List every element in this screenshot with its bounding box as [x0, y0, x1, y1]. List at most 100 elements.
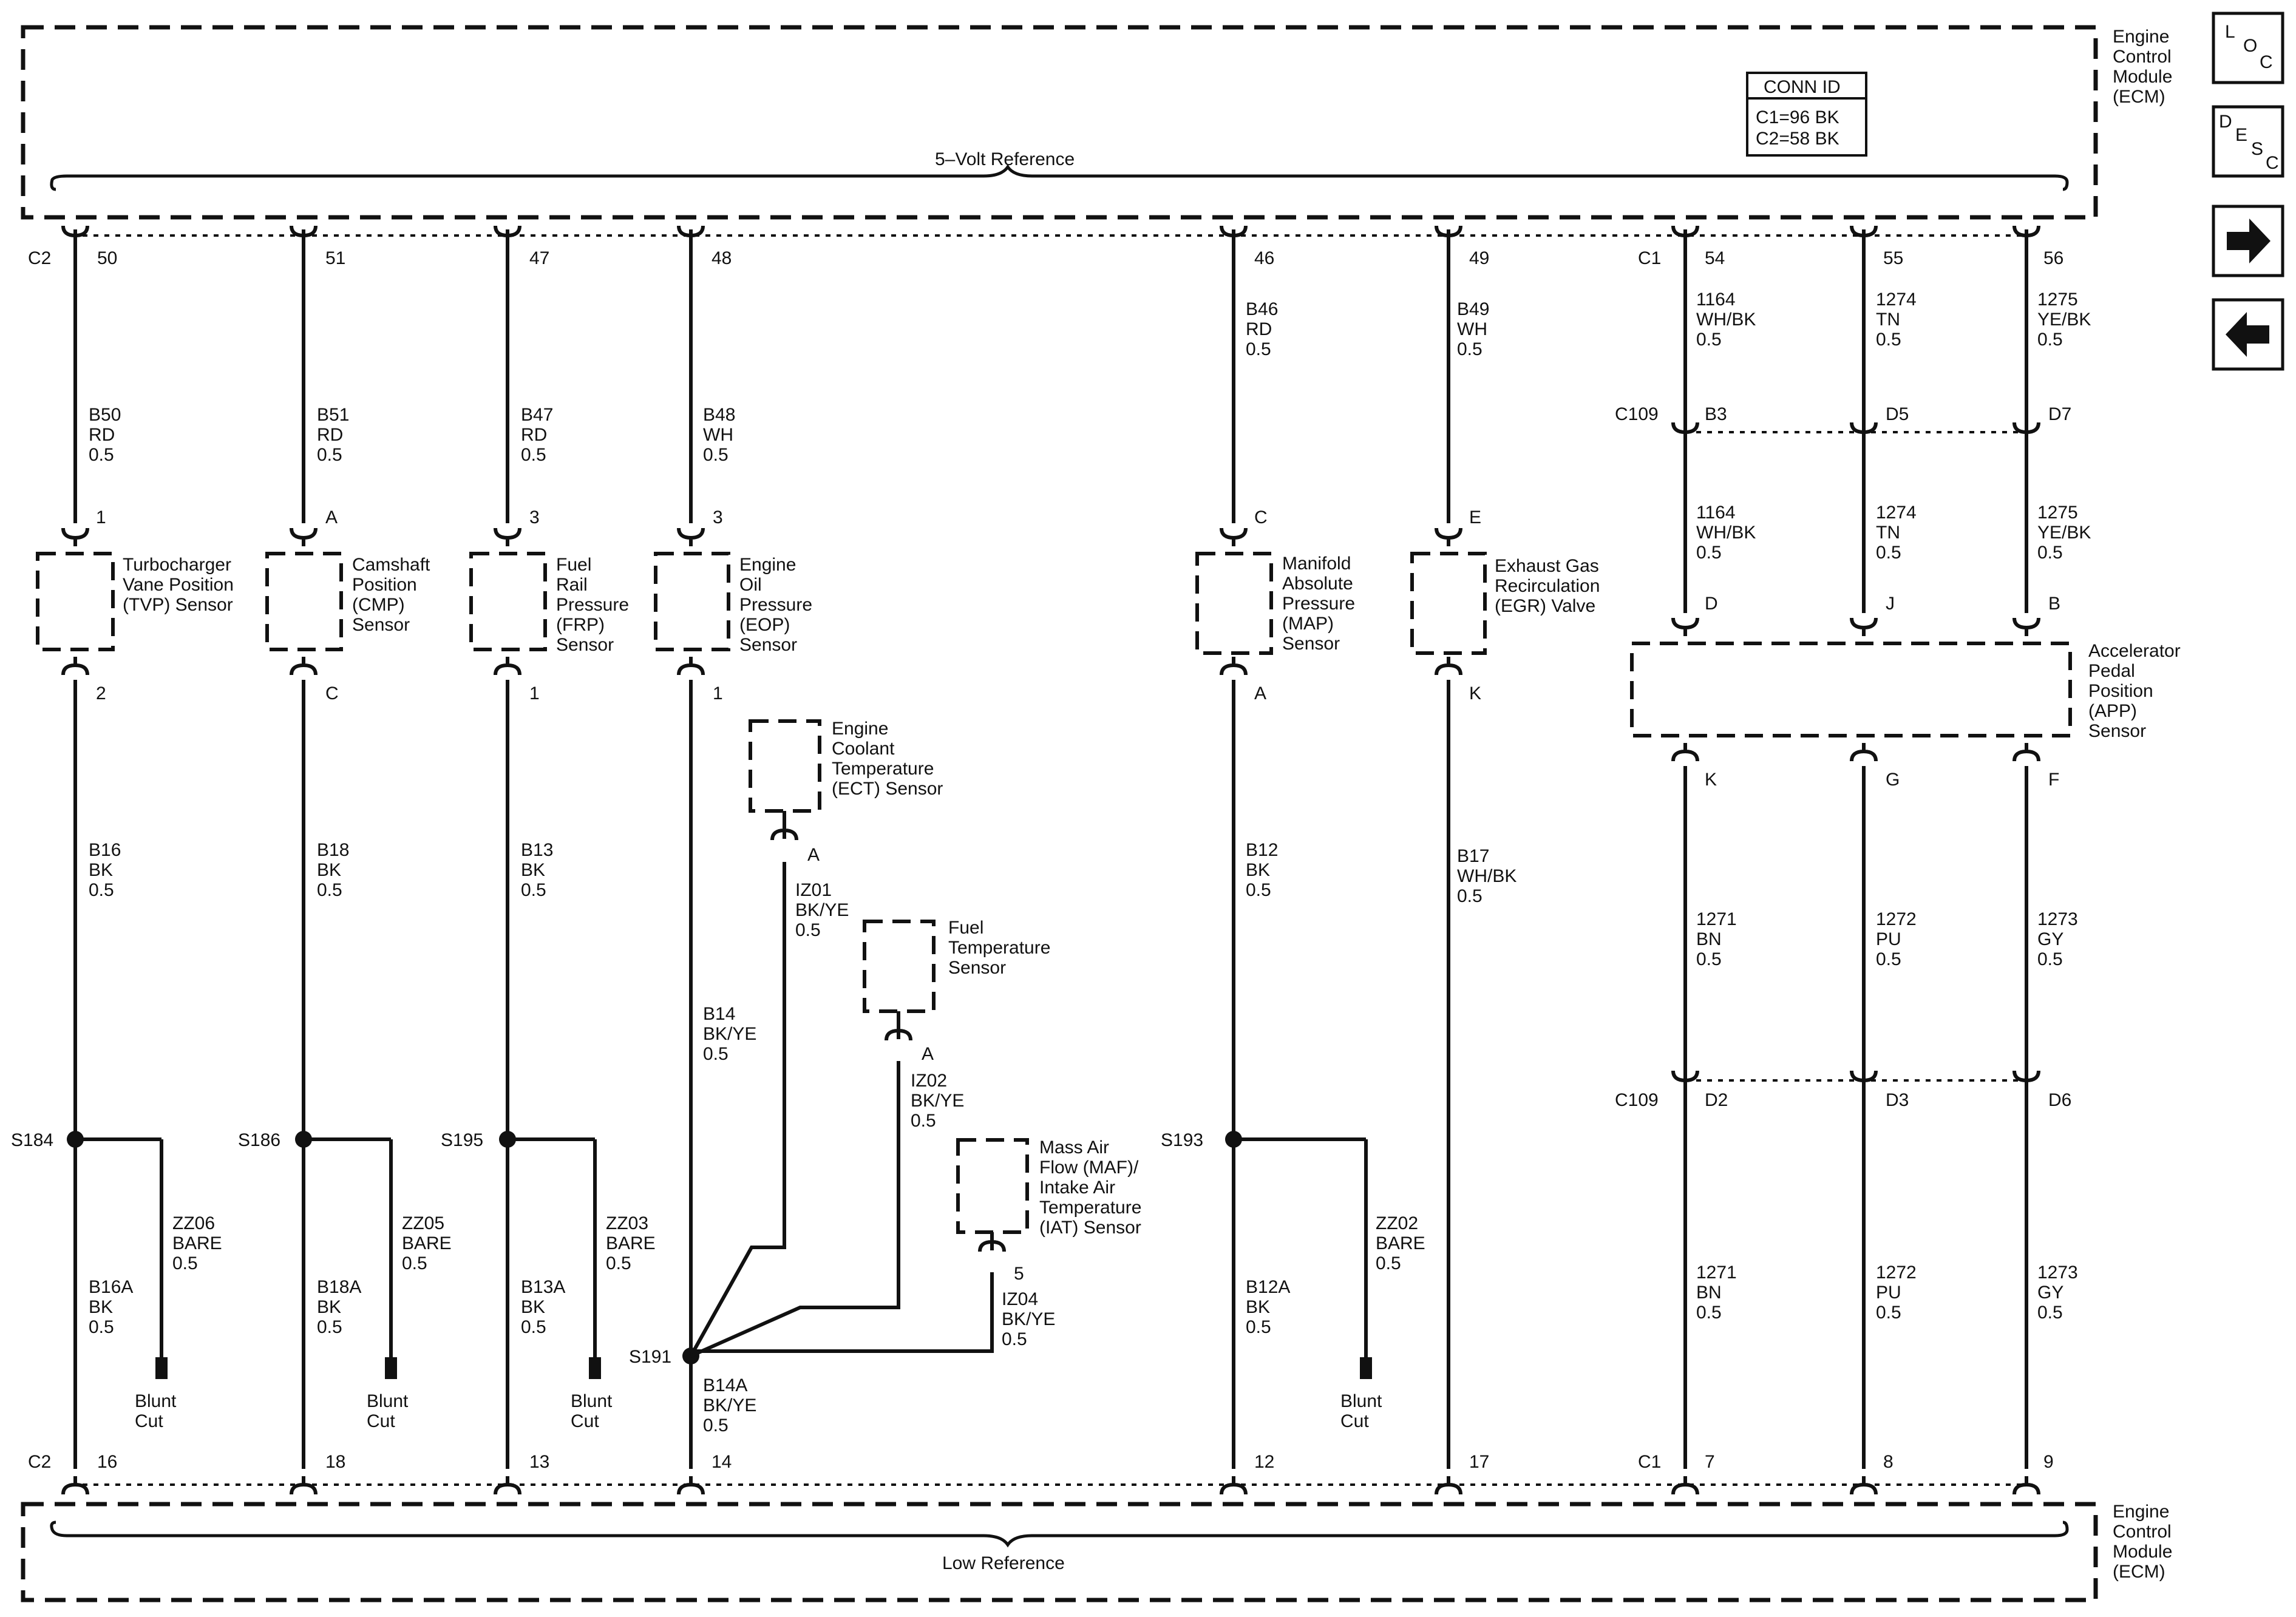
svg-text:0.5: 0.5 [89, 445, 114, 465]
connector-pin [885, 1022, 912, 1041]
map-circuit [1195, 229, 1372, 1469]
svg-text:E: E [2235, 125, 2247, 145]
svg-text:0.5: 0.5 [703, 1044, 729, 1064]
svg-text:C2: C2 [28, 1452, 51, 1472]
connector-pin [2012, 225, 2040, 244]
loc-button[interactable]: L O C [2212, 12, 2284, 84]
svg-text:B16A: B16A [89, 1277, 133, 1297]
svg-text:1: 1 [529, 683, 540, 703]
svg-text:Temperature: Temperature [1039, 1198, 1141, 1218]
svg-text:BK: BK [317, 1297, 341, 1317]
app-circuits [1630, 229, 2072, 1469]
svg-text:B13A: B13A [521, 1277, 565, 1297]
connector-pin [494, 527, 521, 546]
svg-text:Cut: Cut [135, 1411, 163, 1431]
svg-text:Manifold: Manifold [1282, 554, 1351, 574]
svg-text:B47: B47 [521, 405, 553, 425]
svg-text:Rail: Rail [556, 575, 588, 595]
connector-pin [1671, 422, 1699, 441]
svg-text:Engine: Engine [832, 719, 888, 739]
svg-text:TN: TN [1876, 310, 1900, 330]
svg-text:3: 3 [529, 507, 540, 527]
svg-text:0.5: 0.5 [1876, 949, 1901, 969]
connector-pin [677, 225, 705, 244]
svg-text:O: O [2243, 36, 2257, 56]
svg-text:S193: S193 [1161, 1130, 1203, 1150]
svg-text:C1: C1 [1638, 1452, 1661, 1472]
ecm-top-pin-labels: C2 50 51 47 48 46 49 C1 54 55 56 [28, 248, 2063, 268]
svg-text:0.5: 0.5 [2037, 1303, 2063, 1323]
svg-text:RD: RD [521, 425, 547, 445]
svg-text:12: 12 [1254, 1452, 1274, 1472]
svg-text:(EOP): (EOP) [739, 615, 790, 635]
egr-valve: Exhaust Gas Recirculation (EGR) Valve E … [1457, 299, 1600, 906]
connector-pin [978, 1233, 1006, 1252]
svg-text:D5: D5 [1886, 404, 1909, 424]
svg-text:B3: B3 [1705, 404, 1727, 424]
svg-text:Cut: Cut [1340, 1411, 1369, 1431]
svg-text:8: 8 [1883, 1452, 1894, 1472]
svg-text:0.5: 0.5 [2037, 330, 2063, 350]
svg-text:0.5: 0.5 [1457, 886, 1483, 906]
svg-text:(ECM): (ECM) [2113, 87, 2165, 107]
svg-text:0.5: 0.5 [89, 880, 114, 900]
svg-text:B49: B49 [1457, 299, 1489, 319]
connector-pin [677, 657, 705, 676]
ecm-name-top: Engine Control Module (ECM) [2113, 27, 2172, 107]
svg-text:C2=58 BK: C2=58 BK [1756, 129, 1839, 149]
prev-page-button[interactable] [2212, 298, 2284, 371]
svg-text:BARE: BARE [172, 1233, 222, 1253]
svg-text:B14A: B14A [703, 1375, 747, 1395]
svg-text:0.5: 0.5 [172, 1253, 198, 1273]
connector-pin [61, 1476, 89, 1495]
connector-pin [1671, 1070, 1699, 1089]
frp-sensor: Fuel Rail Pressure (FRP) Sensor 3 1 B47 … [441, 405, 656, 1431]
svg-text:B48: B48 [703, 405, 735, 425]
svg-text:BARE: BARE [402, 1233, 452, 1253]
svg-text:0.5: 0.5 [703, 445, 729, 465]
svg-text:A: A [807, 845, 820, 865]
svg-text:0.5: 0.5 [1246, 880, 1271, 900]
svg-text:1271: 1271 [1696, 909, 1737, 929]
connector-pin [1220, 657, 1248, 676]
desc-button[interactable]: D E S C [2212, 105, 2284, 178]
svg-text:Blunt: Blunt [367, 1391, 409, 1411]
svg-text:0.5: 0.5 [1246, 1317, 1271, 1337]
ecm-bottom-box: Low Reference [21, 1502, 2098, 1602]
svg-text:Module: Module [2113, 1542, 2172, 1562]
svg-text:RD: RD [317, 425, 343, 445]
connector-pin [1850, 225, 1878, 244]
svg-text:Sensor: Sensor [556, 635, 614, 655]
svg-text:PU: PU [1876, 929, 1901, 949]
svg-text:BK: BK [521, 1297, 545, 1317]
svg-text:Module: Module [2113, 67, 2172, 87]
svg-text:Cut: Cut [571, 1411, 599, 1431]
svg-text:BN: BN [1696, 1283, 1722, 1303]
svg-text:C109: C109 [1615, 1090, 1659, 1110]
svg-text:17: 17 [1469, 1452, 1489, 1472]
svg-text:Flow (MAF)/: Flow (MAF)/ [1039, 1158, 1139, 1178]
svg-text:0.5: 0.5 [317, 880, 342, 900]
svg-text:BK: BK [89, 860, 113, 880]
svg-text:B14: B14 [703, 1004, 735, 1024]
svg-text:(FRP): (FRP) [556, 615, 605, 635]
svg-text:BK: BK [521, 860, 545, 880]
svg-text:0.5: 0.5 [1876, 330, 1901, 350]
connector-pin [494, 657, 521, 676]
connector-pin [290, 527, 318, 546]
svg-text:Camshaft: Camshaft [352, 555, 430, 575]
svg-text:L: L [2225, 22, 2235, 42]
connector-pin [1671, 617, 1699, 636]
svg-text:S184: S184 [11, 1130, 53, 1150]
svg-text:Sensor: Sensor [1282, 634, 1340, 654]
next-page-button[interactable] [2212, 205, 2284, 277]
svg-text:Coolant: Coolant [832, 739, 895, 759]
svg-text:(IAT) Sensor: (IAT) Sensor [1039, 1218, 1141, 1238]
svg-text:Blunt: Blunt [1340, 1391, 1382, 1411]
svg-text:RD: RD [1246, 319, 1272, 339]
svg-text:J: J [1886, 594, 1895, 614]
svg-text:RD: RD [89, 425, 115, 445]
svg-text:0.5: 0.5 [606, 1253, 631, 1273]
egr-circuit [1410, 229, 1487, 1469]
svg-text:B18: B18 [317, 840, 349, 860]
